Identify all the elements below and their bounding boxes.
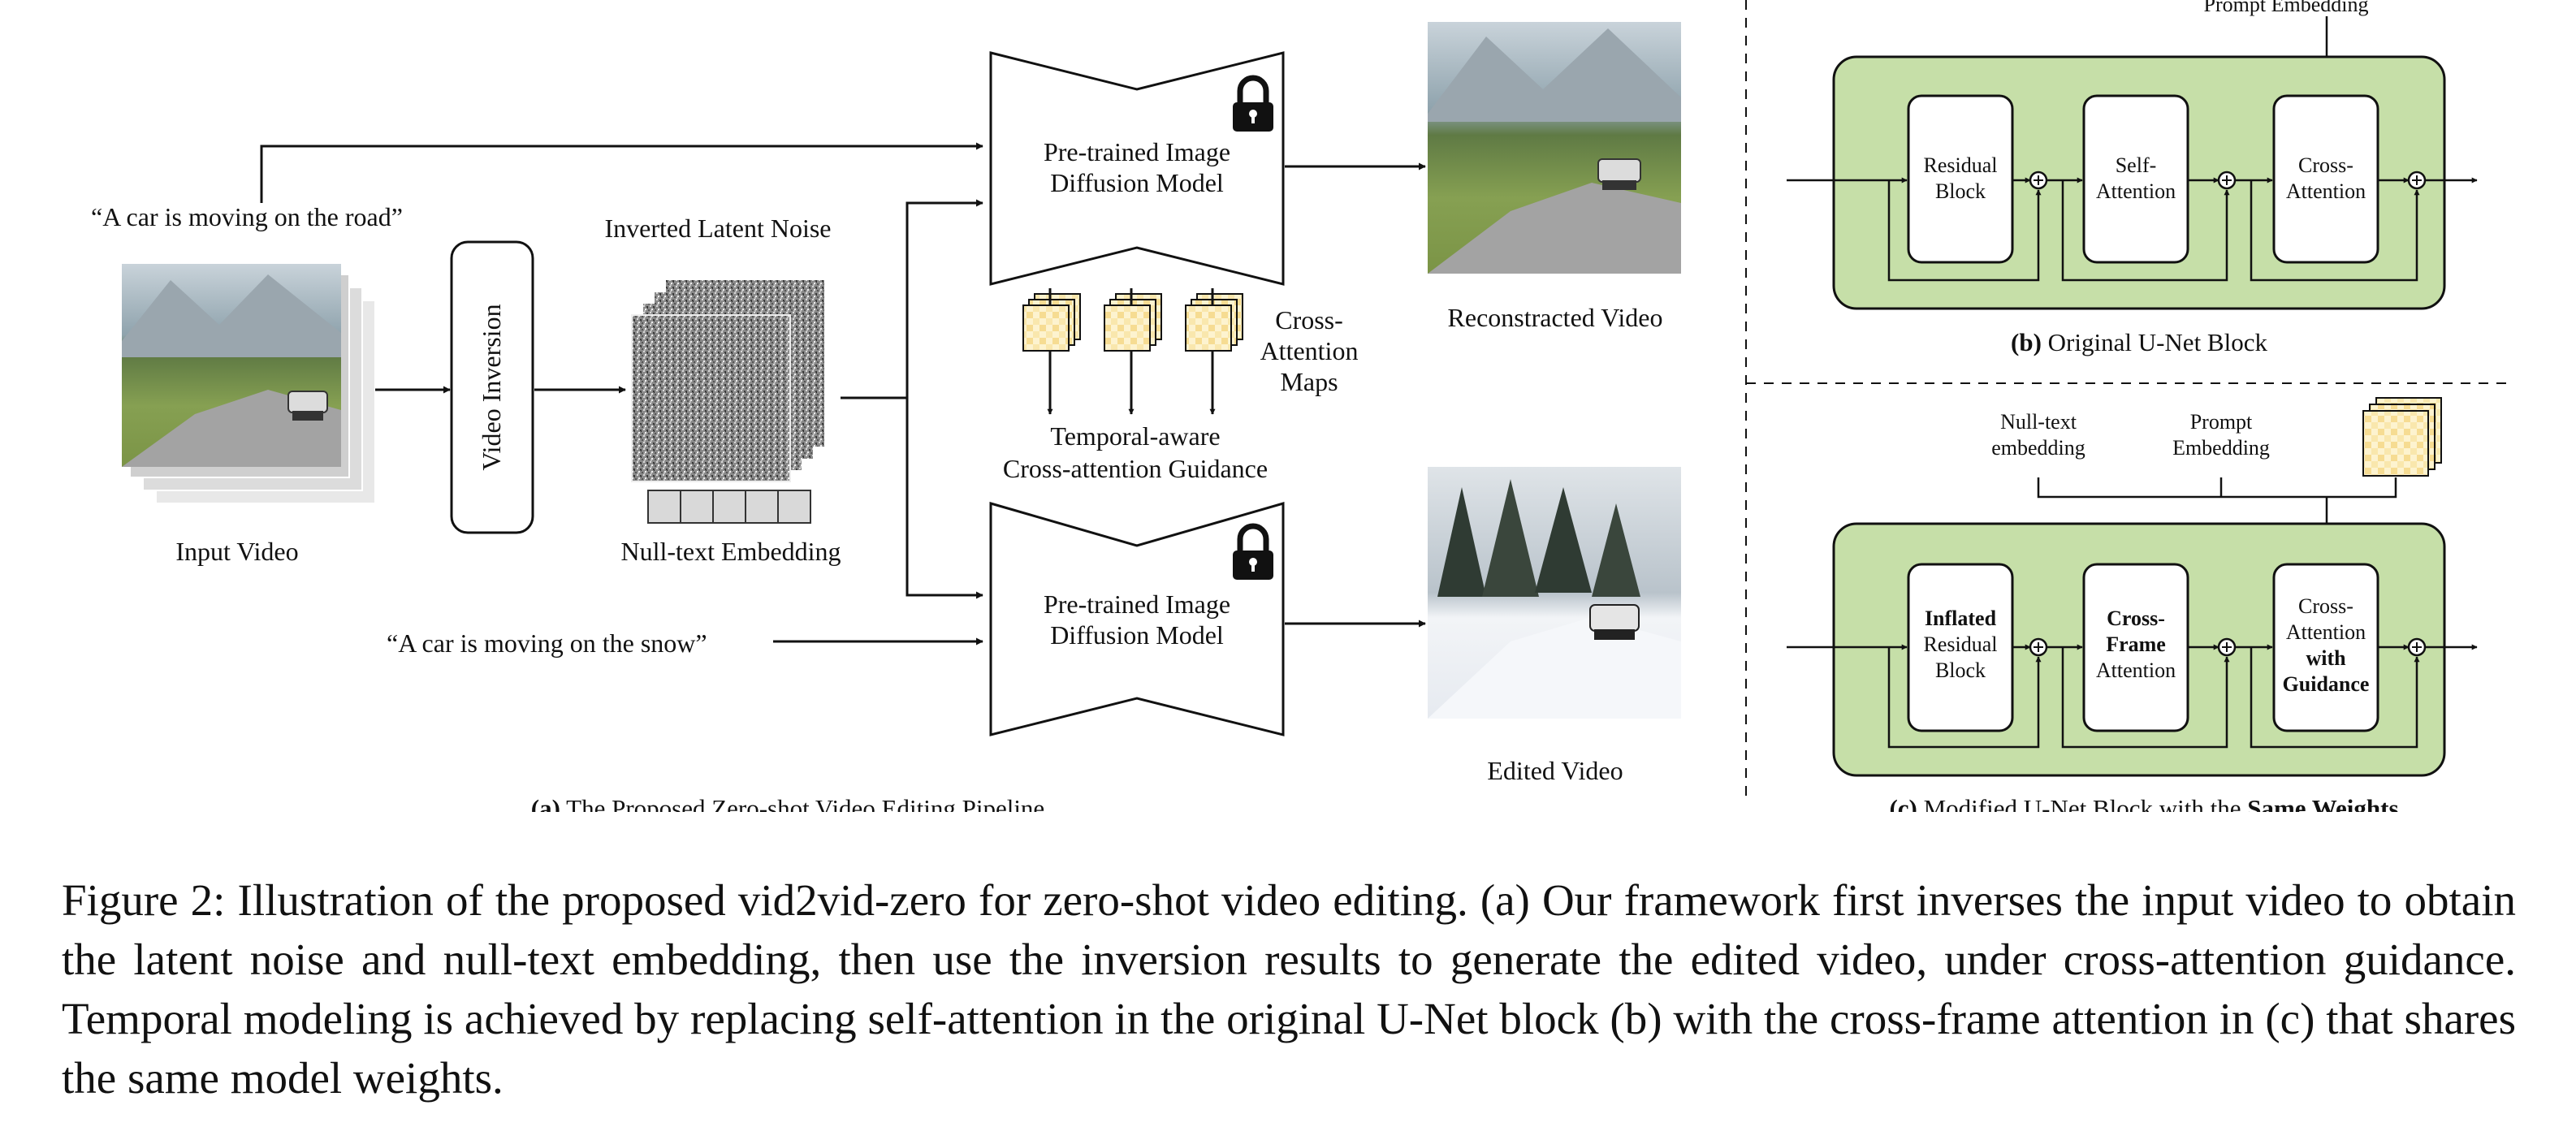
prompt-embedding-label: Prompt Embedding: [2204, 0, 2369, 16]
source-prompt-arrow: [260, 142, 983, 203]
input-video-frames: [122, 264, 376, 504]
edited-video-label: Edited Video: [1487, 756, 1623, 785]
bottom-diffusion-model: [989, 502, 1285, 736]
guidance-line1: Temporal-aware: [1050, 421, 1220, 451]
cross-attention-maps-line2: Attention: [1260, 336, 1359, 365]
caption-c-tag: (c): [1889, 794, 1917, 812]
null-text-embedding-line2: embedding: [1991, 436, 2085, 460]
cross-attention-block: [2272, 94, 2379, 264]
guided-cross-line3: with: [2306, 646, 2346, 670]
caption-c-text: Modified U-Net Block with the: [1917, 794, 2247, 812]
video-inversion-box: [450, 240, 534, 534]
cross-attention-map-3: [1185, 288, 1243, 415]
bottom-model-line1: Pre-trained Image: [1044, 589, 1230, 619]
modified-connections: [1887, 637, 2478, 749]
cross-frame-line3: Attention: [2096, 658, 2176, 682]
reconstructed-video-frames: [1428, 22, 1681, 274]
self-attention-line1: Self-: [2116, 153, 2157, 177]
null-text-embedding-cells: [647, 490, 811, 524]
lock-icon: [1233, 523, 1273, 580]
prompt-embedding-c-line2: Embedding: [2172, 436, 2270, 460]
cross-attention-maps-line1: Cross-: [1275, 305, 1343, 335]
caption-c: (c) Modified U-Net Block with the Same W…: [1889, 794, 2398, 812]
guidance-attention-map: [2362, 397, 2442, 477]
original-connections: [1887, 171, 2478, 282]
caption-c-bold: Same Weights: [2247, 794, 2398, 812]
guided-cross-line2: Attention: [2286, 620, 2366, 644]
cross-frame-line2: Frame: [2106, 633, 2166, 656]
source-prompt: “A car is moving on the road”: [91, 202, 403, 231]
figure-caption: Figure 2: Illustration of the proposed v…: [62, 875, 2516, 1103]
caption-b: (b) Original U-Net Block: [2011, 328, 2267, 356]
cross-attention-maps-line3: Maps: [1280, 367, 1338, 396]
null-text-embedding-line1: Null-text: [2000, 410, 2077, 434]
residual-block-line1: Residual: [1924, 153, 1998, 177]
self-attention-line2: Attention: [2096, 179, 2176, 203]
top-model-line1: Pre-trained Image: [1044, 137, 1230, 166]
video-inversion-label: Video Inversion: [477, 304, 506, 470]
lock-icon: [1233, 75, 1273, 132]
reconstructed-video-frame: [1428, 22, 1681, 274]
top-model-line2: Diffusion Model: [1050, 168, 1224, 197]
edited-video-frame: [1428, 467, 1681, 719]
top-diffusion-model: [989, 51, 1285, 286]
arrow-to-bottom-model: [905, 398, 983, 599]
cross-frame-line1: Cross-: [2107, 607, 2165, 630]
reconstructed-video-label: Reconstracted Video: [1448, 303, 1663, 332]
guidance-line2: Cross-attention Guidance: [1003, 454, 1268, 483]
inverted-noise-label: Inverted Latent Noise: [605, 214, 832, 243]
target-prompt: “A car is moving on the snow”: [387, 628, 707, 658]
caption-a-text: The Proposed Zero-shot Video Editing Pip…: [560, 794, 1044, 812]
prompt-embedding-c-line1: Prompt: [2190, 410, 2253, 434]
residual-block: [1907, 94, 2014, 264]
bottom-model-line2: Diffusion Model: [1050, 620, 1224, 650]
residual-block-line2: Block: [1935, 179, 1986, 203]
caption-a: (a) The Proposed Zero-shot Video Editing…: [531, 794, 1044, 812]
figure-diagram: “A car is moving on the road” Input Vide…: [91, 0, 2509, 812]
guided-cross-line1: Cross-: [2298, 594, 2353, 618]
cross-attention-map-2: [1104, 288, 1162, 415]
inverted-noise-stack: [631, 280, 824, 482]
input-video-label: Input Video: [175, 537, 298, 566]
inflated-residual-line1: Residual: [1924, 633, 1998, 656]
cross-attention-map-1: [1022, 288, 1081, 415]
arrow-to-top-model: [905, 199, 983, 398]
guided-cross-line4: Guidance: [2283, 672, 2370, 696]
self-attention-block: [2082, 94, 2189, 264]
null-text-label: Null-text Embedding: [620, 537, 841, 566]
caption-a-tag: (a): [531, 794, 560, 812]
inflated-residual-line2: Block: [1935, 658, 1986, 682]
input-video-frame: [122, 264, 341, 467]
caption-b-text: Original U-Net Block: [2042, 328, 2268, 356]
edited-video-frames: [1428, 467, 1681, 719]
caption-b-tag: (b): [2011, 328, 2042, 356]
cross-attention-line2: Attention: [2286, 179, 2366, 203]
cross-attention-line1: Cross-: [2298, 153, 2353, 177]
inflated-label: Inflated: [1925, 607, 1997, 630]
